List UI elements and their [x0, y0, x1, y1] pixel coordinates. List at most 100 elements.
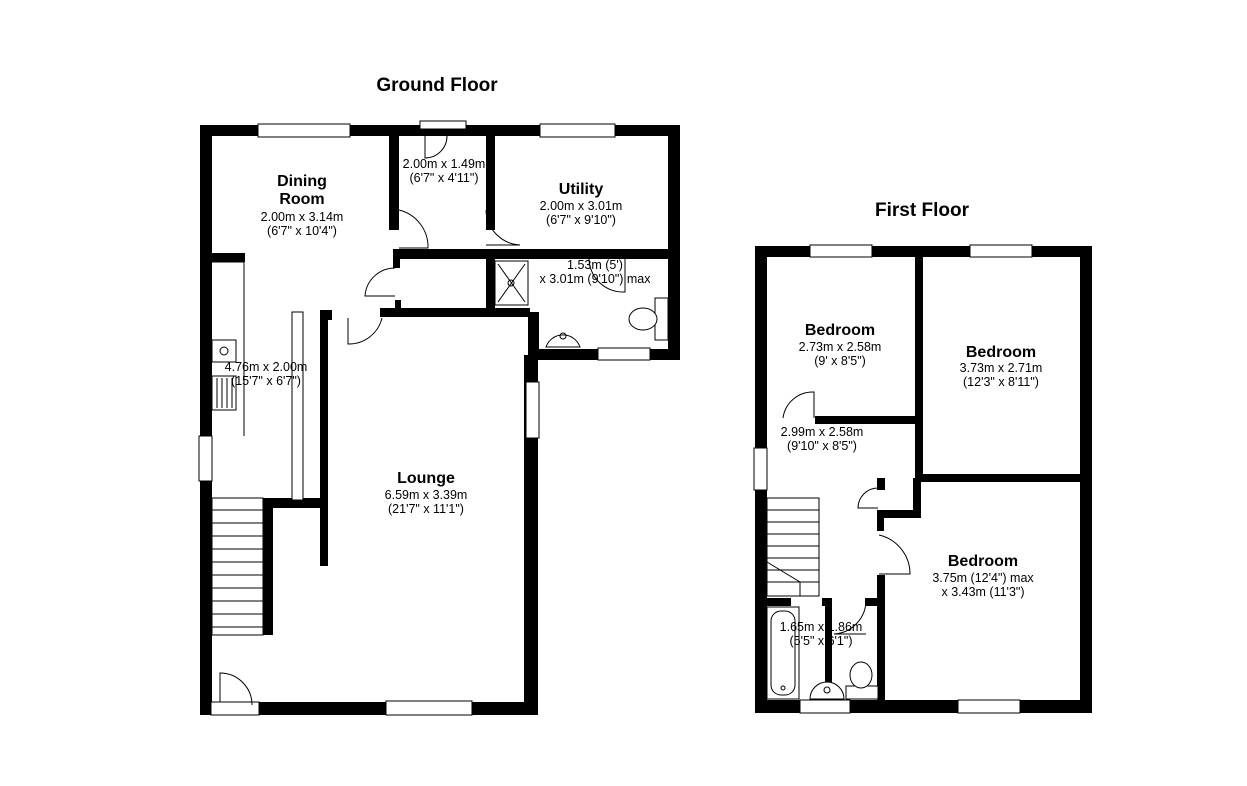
window — [198, 435, 213, 482]
wall — [915, 250, 923, 478]
door-swing — [878, 534, 911, 575]
landing-metric: 2.99m x 2.58m — [780, 425, 864, 439]
lounge-metric: 6.59m x 3.39m — [384, 488, 468, 502]
window — [385, 700, 473, 716]
utility-name: Utility — [558, 181, 604, 198]
wall — [877, 515, 884, 531]
utility-metric: 2.00m x 3.01m — [539, 199, 623, 213]
bedroom-1-name: Bedroom — [804, 322, 876, 339]
wall — [486, 256, 495, 312]
wall — [877, 510, 921, 518]
drainer-lines — [216, 378, 233, 408]
wall — [389, 130, 399, 230]
hall-imperial: (6'7" x 4'11") — [409, 171, 479, 185]
basin — [545, 334, 581, 348]
basin — [809, 681, 845, 700]
staircase — [211, 497, 264, 636]
wall — [668, 125, 680, 360]
kitchen-worktop — [212, 261, 245, 436]
wall — [263, 498, 273, 635]
door-swing — [364, 267, 396, 297]
window — [257, 123, 351, 138]
kitchen-sink — [211, 339, 237, 363]
bedroom-2-imperial: (12'3" x 8'11") — [963, 375, 1039, 389]
partition — [291, 311, 304, 501]
wall — [877, 575, 885, 705]
door — [210, 701, 260, 716]
window — [799, 699, 851, 714]
wall — [200, 125, 212, 715]
basin-drain — [559, 332, 567, 340]
landing-imperial: (9'10" x 8'5") — [787, 439, 857, 453]
bedroom-3-metric: 3.75m (12'4") max — [932, 571, 1034, 585]
sink-drain — [219, 346, 229, 356]
first-floor-plan — [753, 244, 1092, 714]
bathroom-imperial: (5'5" x 6'1") — [789, 634, 853, 648]
wall — [486, 130, 495, 230]
window — [969, 244, 1033, 258]
kitchen-metric: 4.76m x 2.00m — [224, 360, 308, 374]
wall — [200, 125, 680, 136]
wall — [825, 598, 832, 688]
lounge-imperial: (21'7" x 11'1") — [388, 502, 464, 516]
door-swing — [782, 391, 815, 419]
wall — [877, 478, 885, 490]
bath-drain — [780, 685, 786, 691]
wall — [528, 312, 539, 360]
wall — [380, 308, 530, 317]
wall — [761, 598, 791, 606]
shower-drain — [507, 279, 515, 287]
utility-imperial: (6'7" x 9'10") — [546, 213, 616, 227]
wall — [913, 478, 921, 514]
kitchen-imperial: (15'7" x 6'7") — [231, 374, 301, 388]
wall — [263, 498, 325, 508]
door-swing — [398, 209, 429, 249]
bedroom-1-imperial: (9' x 8'5") — [814, 354, 866, 368]
toilet-bowl — [628, 307, 658, 331]
door-swing — [857, 487, 879, 509]
toilet-bowl — [849, 661, 873, 689]
lounge-name: Lounge — [397, 470, 455, 487]
bedroom-3-imperial: x 3.43m (11'3") — [941, 585, 1025, 599]
door-swing — [485, 209, 521, 246]
bedroom-2-name: Bedroom — [965, 344, 1037, 361]
wall — [755, 246, 1092, 257]
window — [753, 447, 768, 491]
door-swing — [219, 672, 253, 706]
door — [419, 120, 467, 130]
bath-inner — [770, 610, 796, 696]
wall — [395, 300, 401, 312]
window — [539, 123, 616, 138]
dining-room-name: Dining Room — [277, 173, 327, 208]
dining-room-metric: 2.00m x 3.14m — [260, 210, 344, 224]
ground-floor-title: Ground Floor — [376, 75, 498, 96]
window — [597, 347, 651, 361]
dining-room-imperial: (6'7" x 10'4") — [267, 224, 337, 238]
wall — [815, 416, 920, 424]
window — [809, 244, 873, 258]
wall — [205, 253, 245, 262]
wall — [393, 256, 400, 268]
wall — [917, 474, 1087, 482]
door-swing — [588, 257, 626, 293]
shower-room-imperial: x 3.01m (9'10") max — [539, 272, 651, 286]
basin-drain — [823, 686, 831, 694]
door-swing — [833, 599, 867, 635]
staircase — [766, 497, 820, 597]
bedroom-1-metric: 2.73m x 2.58m — [798, 340, 882, 354]
ground-floor-plan — [198, 120, 680, 716]
wall — [865, 598, 879, 606]
wall — [393, 249, 675, 259]
first-floor-title: First Floor — [875, 200, 969, 221]
bedroom-2-metric: 3.73m x 2.71m — [959, 361, 1043, 375]
shower-tray-lines — [497, 263, 526, 303]
window — [957, 699, 1021, 714]
window — [525, 381, 540, 439]
wall — [524, 355, 538, 715]
bath — [766, 606, 800, 700]
bathroom-metric: 1.65m x 1.86m — [779, 620, 863, 634]
door-swing — [424, 135, 448, 159]
door-swing — [347, 317, 383, 345]
hall-metric: 2.00m x 1.49m — [402, 157, 486, 171]
bedroom-3-name: Bedroom — [947, 553, 1019, 570]
